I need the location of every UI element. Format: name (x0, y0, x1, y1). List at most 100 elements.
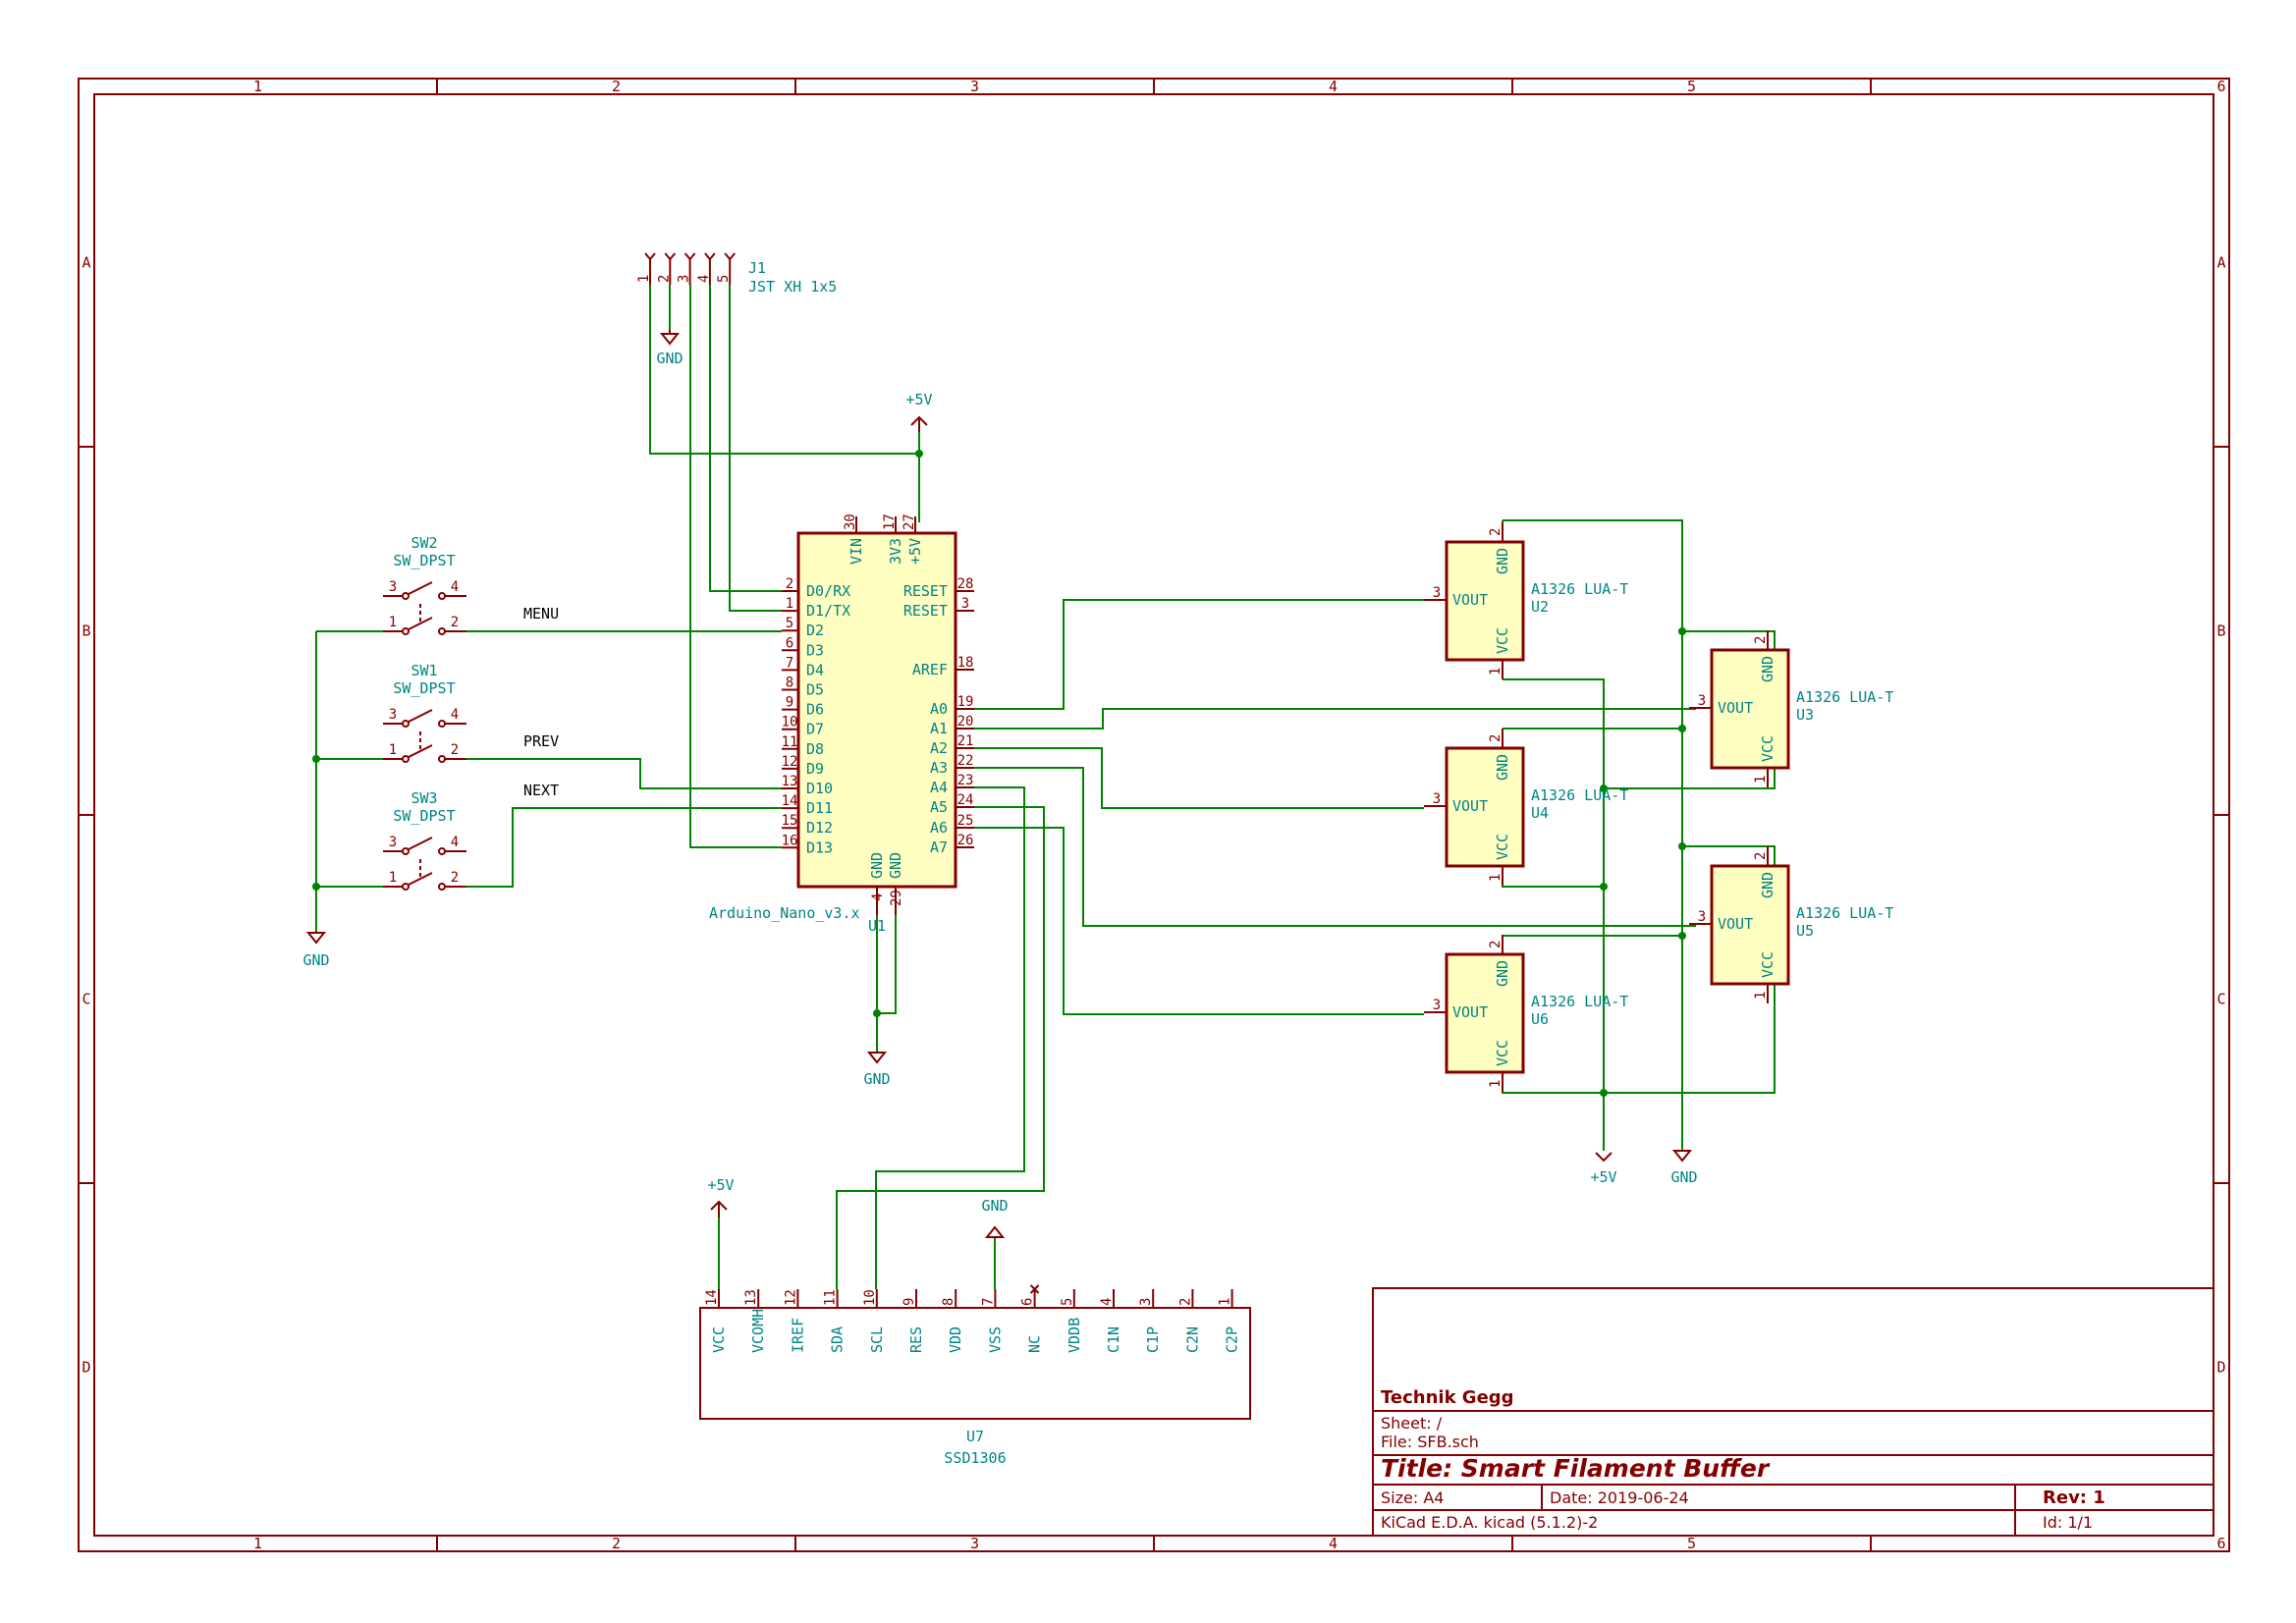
connector-pin: 5 (716, 252, 736, 285)
pin-name: GND (1759, 872, 1777, 898)
wire-a4-scl (875, 786, 1025, 1289)
pin-number: 14 (704, 1289, 720, 1306)
frame-row-label: D (2216, 1359, 2225, 1377)
pin-number: 1 (1488, 1080, 1503, 1088)
pin-number: 3 (1433, 585, 1441, 601)
pin-number: 16 (782, 833, 798, 848)
frame-column-label: 1 (253, 1535, 262, 1552)
pin-number: 24 (957, 792, 974, 808)
gnd-label: GND (656, 350, 683, 367)
pin-name: GND (868, 852, 886, 879)
pin-number: 10 (782, 715, 798, 730)
pin-number: 5 (1060, 1298, 1075, 1306)
pin-number: 2 (1177, 1298, 1193, 1306)
pin-number: 26 (957, 833, 974, 848)
wire-arduino-gnd2 (877, 915, 897, 1014)
pin-name: D0/RX (806, 582, 850, 600)
frame-column-label: 2 (612, 78, 621, 95)
pin-name: RESET (903, 582, 948, 600)
pin-name: IREF (789, 1318, 806, 1353)
gnd-symbol: GND (863, 1052, 891, 1088)
title-block-size: Size: A4 (1381, 1488, 1444, 1507)
pin-name: A2 (930, 739, 948, 757)
pin-number: 10 (862, 1289, 878, 1306)
connector-pin-number: 5 (716, 275, 732, 283)
sensor-ref: U4 (1531, 804, 1549, 822)
pin-number: 22 (957, 753, 974, 769)
sensor-value: A1326 LUA-T (1796, 904, 1893, 922)
pin-name: VIN (847, 538, 865, 565)
frame-row-label: C (2216, 991, 2225, 1008)
display-value: SSD1306 (944, 1449, 1006, 1467)
wire-u4-vcc (1502, 866, 1604, 888)
junction (1600, 1089, 1608, 1097)
gnd-symbol: GND (981, 1197, 1009, 1238)
title-block: Technik Gegg Sheet: / File: SFB.sch Titl… (1372, 1287, 2214, 1537)
switch-pin-number: 2 (451, 870, 459, 886)
pin-number: 2 (1753, 636, 1769, 644)
pin-name: D11 (806, 799, 833, 817)
pin-number: 1 (1753, 992, 1769, 1000)
frame-row-label: C (82, 991, 90, 1008)
pin-name: A4 (930, 779, 948, 796)
frame-column-label: 2 (612, 1535, 621, 1552)
wire-u3-vcc (1604, 769, 1776, 789)
pin-name: D2 (806, 622, 824, 639)
gnd-symbol: GND (1670, 1150, 1698, 1186)
gnd-label: GND (302, 951, 329, 969)
pin-number: 1 (1488, 668, 1503, 676)
connector-pin-number: 1 (636, 275, 652, 283)
junction (312, 883, 320, 891)
pin-number: 8 (941, 1298, 957, 1306)
frame-column-label: 5 (1687, 78, 1696, 95)
wire-a2 (974, 747, 1424, 809)
pin-name: D10 (806, 780, 833, 797)
junction (915, 450, 923, 458)
connector-value: JST XH 1x5 (748, 278, 837, 296)
pin-name: C1N (1105, 1326, 1122, 1353)
net-label-prev: PREV (523, 732, 559, 750)
switch-pin-number: 3 (389, 835, 397, 850)
wire-u5-gnd (1682, 845, 1776, 866)
pin-number: 4 (1099, 1298, 1115, 1306)
pin-name: VCC (1494, 834, 1511, 860)
pin-number: 29 (889, 890, 904, 906)
switch-value: SW_DPST (393, 807, 455, 825)
vcc-symbol: +5V (905, 391, 933, 432)
pin-name: SDA (829, 1326, 847, 1353)
junction (1678, 627, 1686, 635)
pin-name: RESET (903, 602, 948, 620)
pin-name: D1/TX (806, 602, 850, 620)
gnd-label: GND (981, 1197, 1008, 1215)
switch-ref: SW1 (410, 662, 437, 679)
connector-ref: J1 (748, 259, 766, 277)
pin-number: 21 (957, 733, 974, 749)
pin-name: GND (1494, 960, 1511, 987)
pin-name: +5V (906, 538, 924, 565)
sensor-body (1710, 864, 1790, 986)
pin-number: 5 (786, 616, 793, 631)
pin-number: 25 (957, 813, 974, 829)
wire-a3 (974, 767, 1696, 927)
wire-j1-pin3 (689, 285, 782, 848)
sensor-value: A1326 LUA-T (1531, 993, 1628, 1010)
arduino-pin: 21 A2 (930, 733, 974, 757)
pin-number: 9 (902, 1298, 917, 1306)
junctions (312, 450, 1686, 1097)
switch-pin-number: 1 (389, 615, 397, 630)
